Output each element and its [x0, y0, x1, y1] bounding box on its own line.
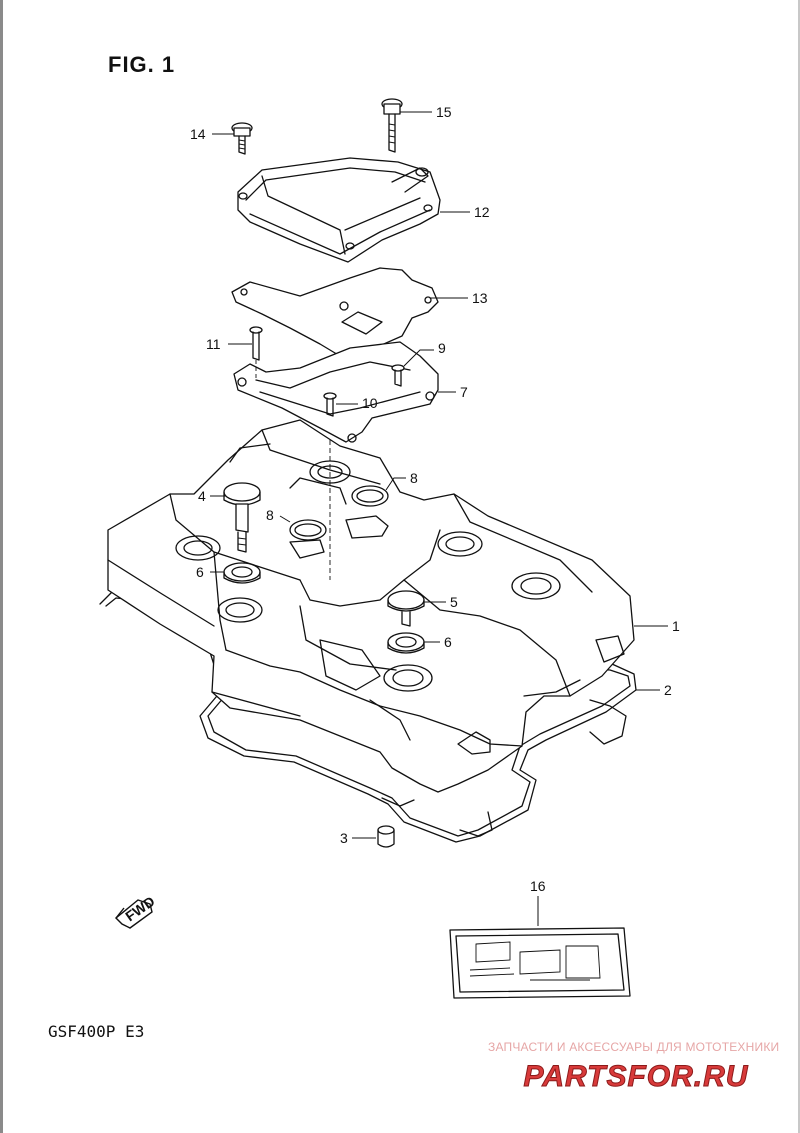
callout-4: 4 [198, 488, 226, 504]
svg-text:15: 15 [436, 104, 452, 120]
callout-2: 2 [636, 682, 672, 698]
callout-3: 3 [340, 830, 376, 846]
watermark-logo: PARTSFOR.RU [523, 1060, 749, 1094]
svg-text:9: 9 [438, 340, 446, 356]
scan-left-edge [0, 0, 3, 1133]
callout-11: 11 [206, 336, 252, 352]
callout-7: 7 [438, 384, 468, 400]
part-9-screw [391, 364, 405, 387]
callout-8b: 8 [266, 507, 291, 523]
callout-6b: 6 [424, 634, 452, 650]
watermark-text: ЗАПЧАСТИ И АКСЕССУАРЫ ДЛЯ МОТОТЕХНИКИ [488, 1040, 780, 1054]
part-1-cylinder-head-cover [107, 419, 635, 837]
part-15-bolt [381, 98, 403, 153]
svg-text:8: 8 [266, 507, 274, 523]
model-code: GSF400P E3 [48, 1022, 145, 1041]
callout-6a: 6 [196, 564, 224, 580]
svg-text:11: 11 [206, 336, 221, 352]
svg-text:7: 7 [460, 384, 468, 400]
callout-1: 1 [634, 618, 680, 634]
callout-14: 14 [190, 126, 234, 142]
callout-12: 12 [440, 204, 490, 220]
callout-10: 10 [336, 395, 378, 411]
callout-13: 13 [430, 290, 488, 306]
part-12-breather-cover [237, 157, 441, 263]
watermark-logo-text: PARTSFOR.RU [524, 1060, 749, 1093]
part-3-dowel [377, 825, 395, 848]
callout-15: 15 [400, 104, 452, 120]
svg-text:6: 6 [196, 564, 204, 580]
svg-text:13: 13 [472, 290, 488, 306]
svg-text:8: 8 [410, 470, 418, 486]
part-10-screw [323, 392, 337, 417]
part-5-bolt [387, 590, 425, 627]
svg-text:10: 10 [362, 395, 378, 411]
part-16-label [449, 927, 631, 999]
callout-8a: 8 [385, 470, 418, 491]
svg-text:4: 4 [198, 488, 206, 504]
svg-text:5: 5 [450, 594, 458, 610]
callout-5: 5 [424, 594, 458, 610]
svg-text:12: 12 [474, 204, 490, 220]
svg-text:6: 6 [444, 634, 452, 650]
scan-right-edge [798, 0, 800, 1133]
callout-16: 16 [530, 878, 546, 926]
svg-text:14: 14 [190, 126, 206, 142]
figure-title: FIG. 1 [108, 52, 176, 77]
svg-text:16: 16 [530, 878, 546, 894]
part-14-bolt [231, 122, 253, 155]
svg-text:1: 1 [672, 618, 680, 634]
part-4-bolt [223, 482, 261, 553]
part-7-plate [233, 341, 439, 443]
svg-text:3: 3 [340, 830, 348, 846]
svg-text:2: 2 [664, 682, 672, 698]
fwd-direction-arrow: FWD [114, 893, 158, 929]
callout-9: 9 [403, 340, 446, 367]
part-11-screw [249, 326, 263, 361]
part-8-o-rings [289, 485, 389, 559]
